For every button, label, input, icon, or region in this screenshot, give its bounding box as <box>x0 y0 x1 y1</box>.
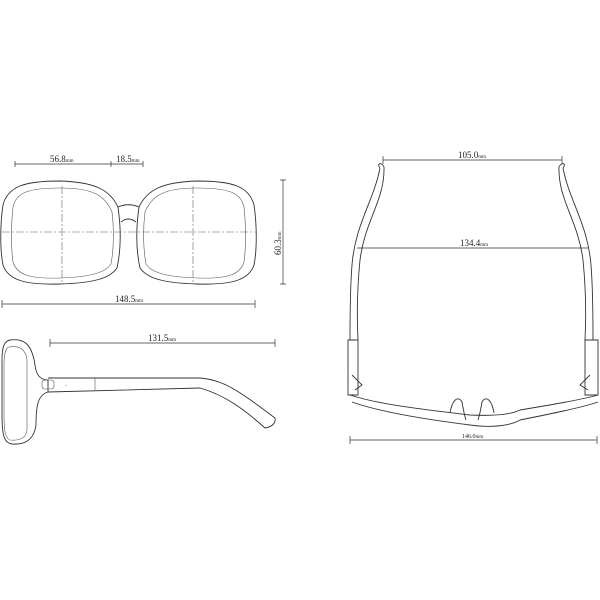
frame-width-label: 148.5mm <box>115 294 143 304</box>
temple-tip-span-label: 105.0mm <box>458 150 486 160</box>
dimension-ticks <box>280 179 286 285</box>
hinge <box>41 379 55 390</box>
side-frame <box>1 339 49 445</box>
dimension-ticks <box>1 300 256 308</box>
top-view: 105.0mm 134.4mm 146.0mm <box>347 150 599 444</box>
left-lens <box>11 187 114 279</box>
dimension-ticks <box>349 436 598 444</box>
temple-mid-span-label: 134.4mm <box>460 238 488 248</box>
dimension-ticks <box>49 339 276 347</box>
left-hinge <box>347 339 363 396</box>
right-temple <box>558 163 594 341</box>
total-width-label: 146.0mm <box>462 434 483 440</box>
right-hinge <box>579 339 599 396</box>
right-lens <box>143 187 246 279</box>
front-view: 56.8mm 18.5mm 60.3mm 148.5mm <box>0 154 286 308</box>
side-view: ~ 131.5mm <box>1 333 276 445</box>
dimension-ticks <box>14 161 144 167</box>
left-lens-frame <box>0 180 121 285</box>
temple-logo: ~ <box>65 383 68 388</box>
bridge-width-label: 18.5mm <box>116 154 140 164</box>
bridge <box>117 204 140 223</box>
side-lens <box>3 346 28 441</box>
dimension-ticks <box>382 156 563 164</box>
right-lens-frame <box>136 180 257 285</box>
lens-width-label: 56.8mm <box>50 154 74 164</box>
lens-height-label: 60.3mm <box>273 231 283 255</box>
nose-pads <box>449 398 495 421</box>
temple <box>47 377 276 429</box>
left-temple <box>349 163 385 341</box>
front-frame-top-view <box>349 394 599 427</box>
temple-length-label: 131.5mm <box>148 333 176 343</box>
